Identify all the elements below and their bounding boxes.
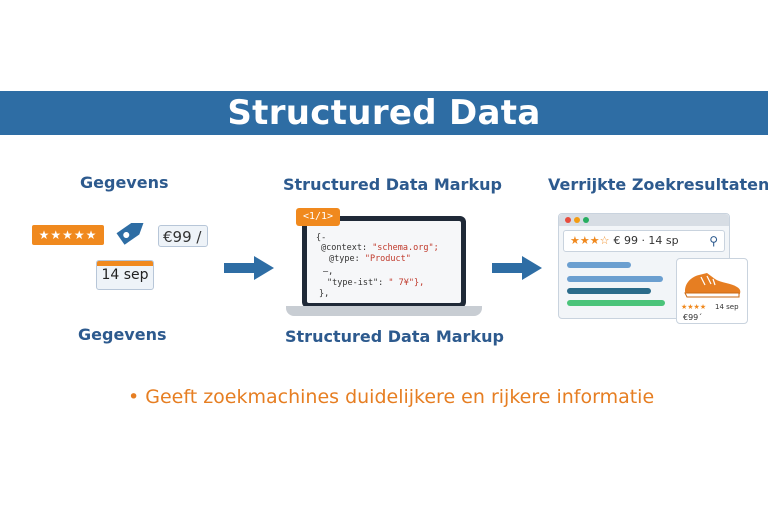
- left-bottom-label: Gegevens: [78, 325, 167, 344]
- sneaker-icon: [684, 273, 741, 298]
- search-icon: ⚲: [709, 234, 718, 248]
- window-maximize-dot: [583, 217, 589, 223]
- code-editor: {- @context: "schema.org"; @type: "Produ…: [307, 221, 461, 303]
- result-line: [567, 262, 631, 268]
- browser-titlebar: [559, 214, 729, 226]
- code-line-6: },: [319, 289, 330, 299]
- result-line: [567, 300, 665, 306]
- laptop-screen: {- @context: "schema.org"; @type: "Produ…: [302, 216, 466, 308]
- rating-stars: ★★★★★: [32, 225, 104, 245]
- middle-bottom-label: Structured Data Markup: [285, 327, 504, 346]
- search-result-bar: ★★★☆€ 99 · 14 sp ⚲: [563, 230, 725, 252]
- product-card: ★★★★ 14 sep €99´: [676, 258, 748, 324]
- code-line-3: @type: "Product": [329, 254, 411, 264]
- window-minimize-dot: [574, 217, 580, 223]
- left-top-label: Gegevens: [80, 173, 169, 192]
- code-line-1: {-: [316, 233, 327, 243]
- code-line-2: @context: "schema.org";: [321, 243, 439, 253]
- price-tag-icon: [116, 222, 144, 245]
- arrow-right-icon: [492, 256, 542, 280]
- card-price: €99´: [683, 313, 703, 322]
- date-text: 14 sep: [101, 267, 149, 283]
- arrow-right-icon: [224, 256, 274, 280]
- title-banner: Structured Data: [0, 91, 768, 135]
- search-rating-stars: ★★★☆: [570, 234, 610, 247]
- page-title: Structured Data: [227, 93, 541, 133]
- price-tag: €99 /: [158, 225, 208, 247]
- date-chip-bar: [97, 261, 153, 266]
- search-result-text: € 99 · 14 sp: [613, 234, 679, 247]
- code-line-4: –,: [323, 267, 334, 277]
- code-tag-badge: <1/1>: [296, 208, 340, 226]
- card-date: 14 sep: [715, 303, 739, 311]
- code-line-5: "type-ist": " 7¥"},: [327, 278, 425, 288]
- right-top-label: Verrijkte Zoekresultaten: [548, 175, 768, 194]
- laptop-base: [286, 306, 482, 316]
- date-chip: 14 sep: [96, 260, 154, 290]
- middle-top-label: Structured Data Markup: [283, 175, 502, 194]
- card-rating-stars: ★★★★: [681, 303, 707, 311]
- result-line: [567, 276, 663, 282]
- window-close-dot: [565, 217, 571, 223]
- benefit-bullet: • Geeft zoekmachines duidelijkere en rij…: [128, 386, 655, 408]
- result-line: [567, 288, 651, 294]
